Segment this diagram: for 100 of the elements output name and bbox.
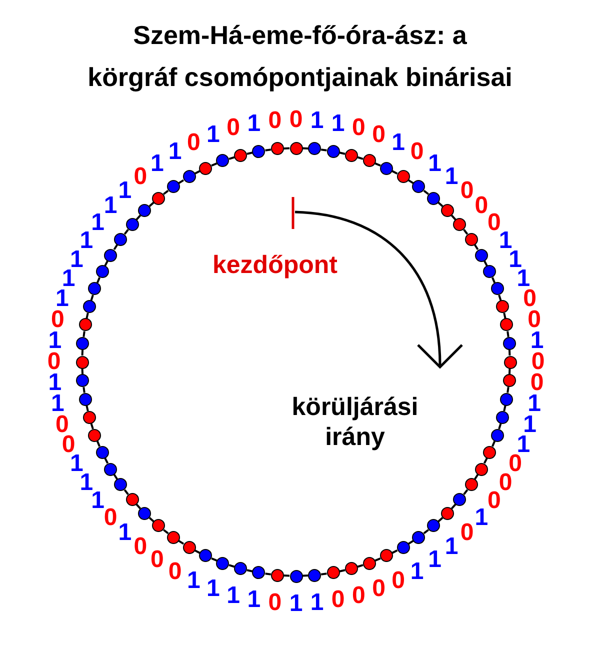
graph-node — [216, 556, 230, 570]
graph-node — [199, 162, 212, 175]
bit-digit: 1 — [206, 122, 220, 147]
bit-digit: 0 — [134, 535, 148, 560]
graph-node — [290, 570, 302, 582]
graph-node — [308, 568, 322, 582]
graph-node — [440, 204, 454, 218]
edge-line — [474, 244, 479, 250]
edge-line — [113, 244, 118, 250]
edge-line — [82, 386, 86, 393]
bit-digit: 0 — [134, 164, 148, 189]
bit-digit: 0 — [474, 194, 488, 218]
edge-line — [284, 574, 290, 577]
graph-node — [96, 265, 109, 278]
graph-node — [76, 356, 88, 368]
graph-node — [453, 218, 466, 231]
edge-line — [124, 229, 129, 235]
graph-node — [483, 265, 496, 278]
graph-node — [427, 519, 440, 532]
edge-line — [423, 529, 429, 534]
edge-line — [498, 294, 502, 301]
bit-digit: 1 — [392, 130, 405, 155]
bit-digit: 1 — [118, 178, 132, 203]
edge-line — [506, 331, 510, 338]
edge-line — [265, 148, 272, 152]
graph-node — [464, 232, 478, 246]
bit-digit: 0 — [226, 116, 240, 140]
graph-node — [427, 192, 440, 205]
graph-node — [500, 318, 514, 332]
graph-node — [104, 462, 118, 476]
graph-node — [166, 180, 180, 194]
graph-node — [138, 204, 152, 218]
edge-line — [320, 572, 327, 576]
graph-node — [308, 142, 322, 156]
graph-node — [76, 336, 90, 350]
graph-node — [464, 478, 478, 492]
edge-line — [357, 156, 364, 160]
graph-node — [166, 530, 180, 544]
bit-digit: 1 — [91, 488, 104, 513]
edge-line — [463, 489, 468, 495]
graph-node — [234, 562, 248, 576]
bit-digit: 0 — [187, 130, 200, 155]
graph-node — [504, 356, 516, 368]
graph-node — [344, 148, 358, 162]
edge-line — [374, 162, 381, 166]
graph-node — [138, 506, 152, 520]
edge-line — [392, 170, 398, 175]
bit-digit: 1 — [187, 569, 200, 594]
graph-node — [152, 192, 165, 205]
edge-line — [96, 277, 100, 284]
edge-line — [228, 564, 235, 568]
edge-line — [82, 331, 86, 338]
edge-line — [211, 558, 218, 562]
bit-digit: 1 — [289, 592, 303, 616]
bit-digit: 0 — [47, 350, 61, 374]
bit-digit: 0 — [488, 211, 501, 236]
edge-line — [96, 440, 100, 447]
bit-digit: 1 — [226, 584, 240, 608]
bit-digit: 0 — [168, 560, 182, 584]
graph-node — [104, 248, 118, 262]
graph-node — [252, 144, 266, 158]
graph-node — [88, 428, 102, 442]
graph-node — [344, 562, 358, 576]
bit-digit: 0 — [268, 591, 282, 616]
bit-digit: 1 — [474, 506, 488, 530]
bit-digit: 1 — [331, 112, 345, 136]
bit-digit: 1 — [428, 548, 442, 572]
edge-line — [492, 277, 496, 284]
bit-digit: 0 — [352, 116, 366, 140]
graph-node — [182, 170, 196, 184]
edge-line — [178, 179, 184, 184]
graph-node — [362, 556, 376, 570]
edge-line — [211, 162, 218, 166]
graph-node — [76, 374, 90, 388]
bit-digit: 0 — [460, 178, 474, 203]
edge-line — [508, 350, 511, 356]
bit-digit: 1 — [310, 108, 324, 133]
bit-digit: 1 — [428, 152, 442, 176]
graph-node — [82, 300, 96, 314]
graph-node — [502, 336, 516, 350]
graph-node — [96, 446, 109, 459]
edge-line — [90, 423, 94, 430]
graph-node — [114, 478, 128, 492]
graph-node — [440, 506, 454, 520]
direction-label: körüljárási irány — [290, 392, 420, 452]
edge-line — [339, 569, 346, 572]
edge-line — [163, 190, 169, 195]
graph-node — [290, 142, 302, 154]
graph-node — [396, 170, 410, 184]
bit-digit: 0 — [150, 548, 164, 572]
graph-node — [326, 144, 340, 158]
edge-line — [498, 423, 502, 430]
bit-digit: 1 — [247, 112, 261, 136]
edge-line — [503, 405, 506, 412]
graph-node — [326, 566, 340, 580]
graph-node — [216, 154, 230, 168]
edge-line — [104, 458, 109, 464]
bit-digit: 0 — [531, 350, 545, 374]
bit-digit: 0 — [410, 140, 424, 164]
bit-digit: 1 — [410, 560, 424, 584]
